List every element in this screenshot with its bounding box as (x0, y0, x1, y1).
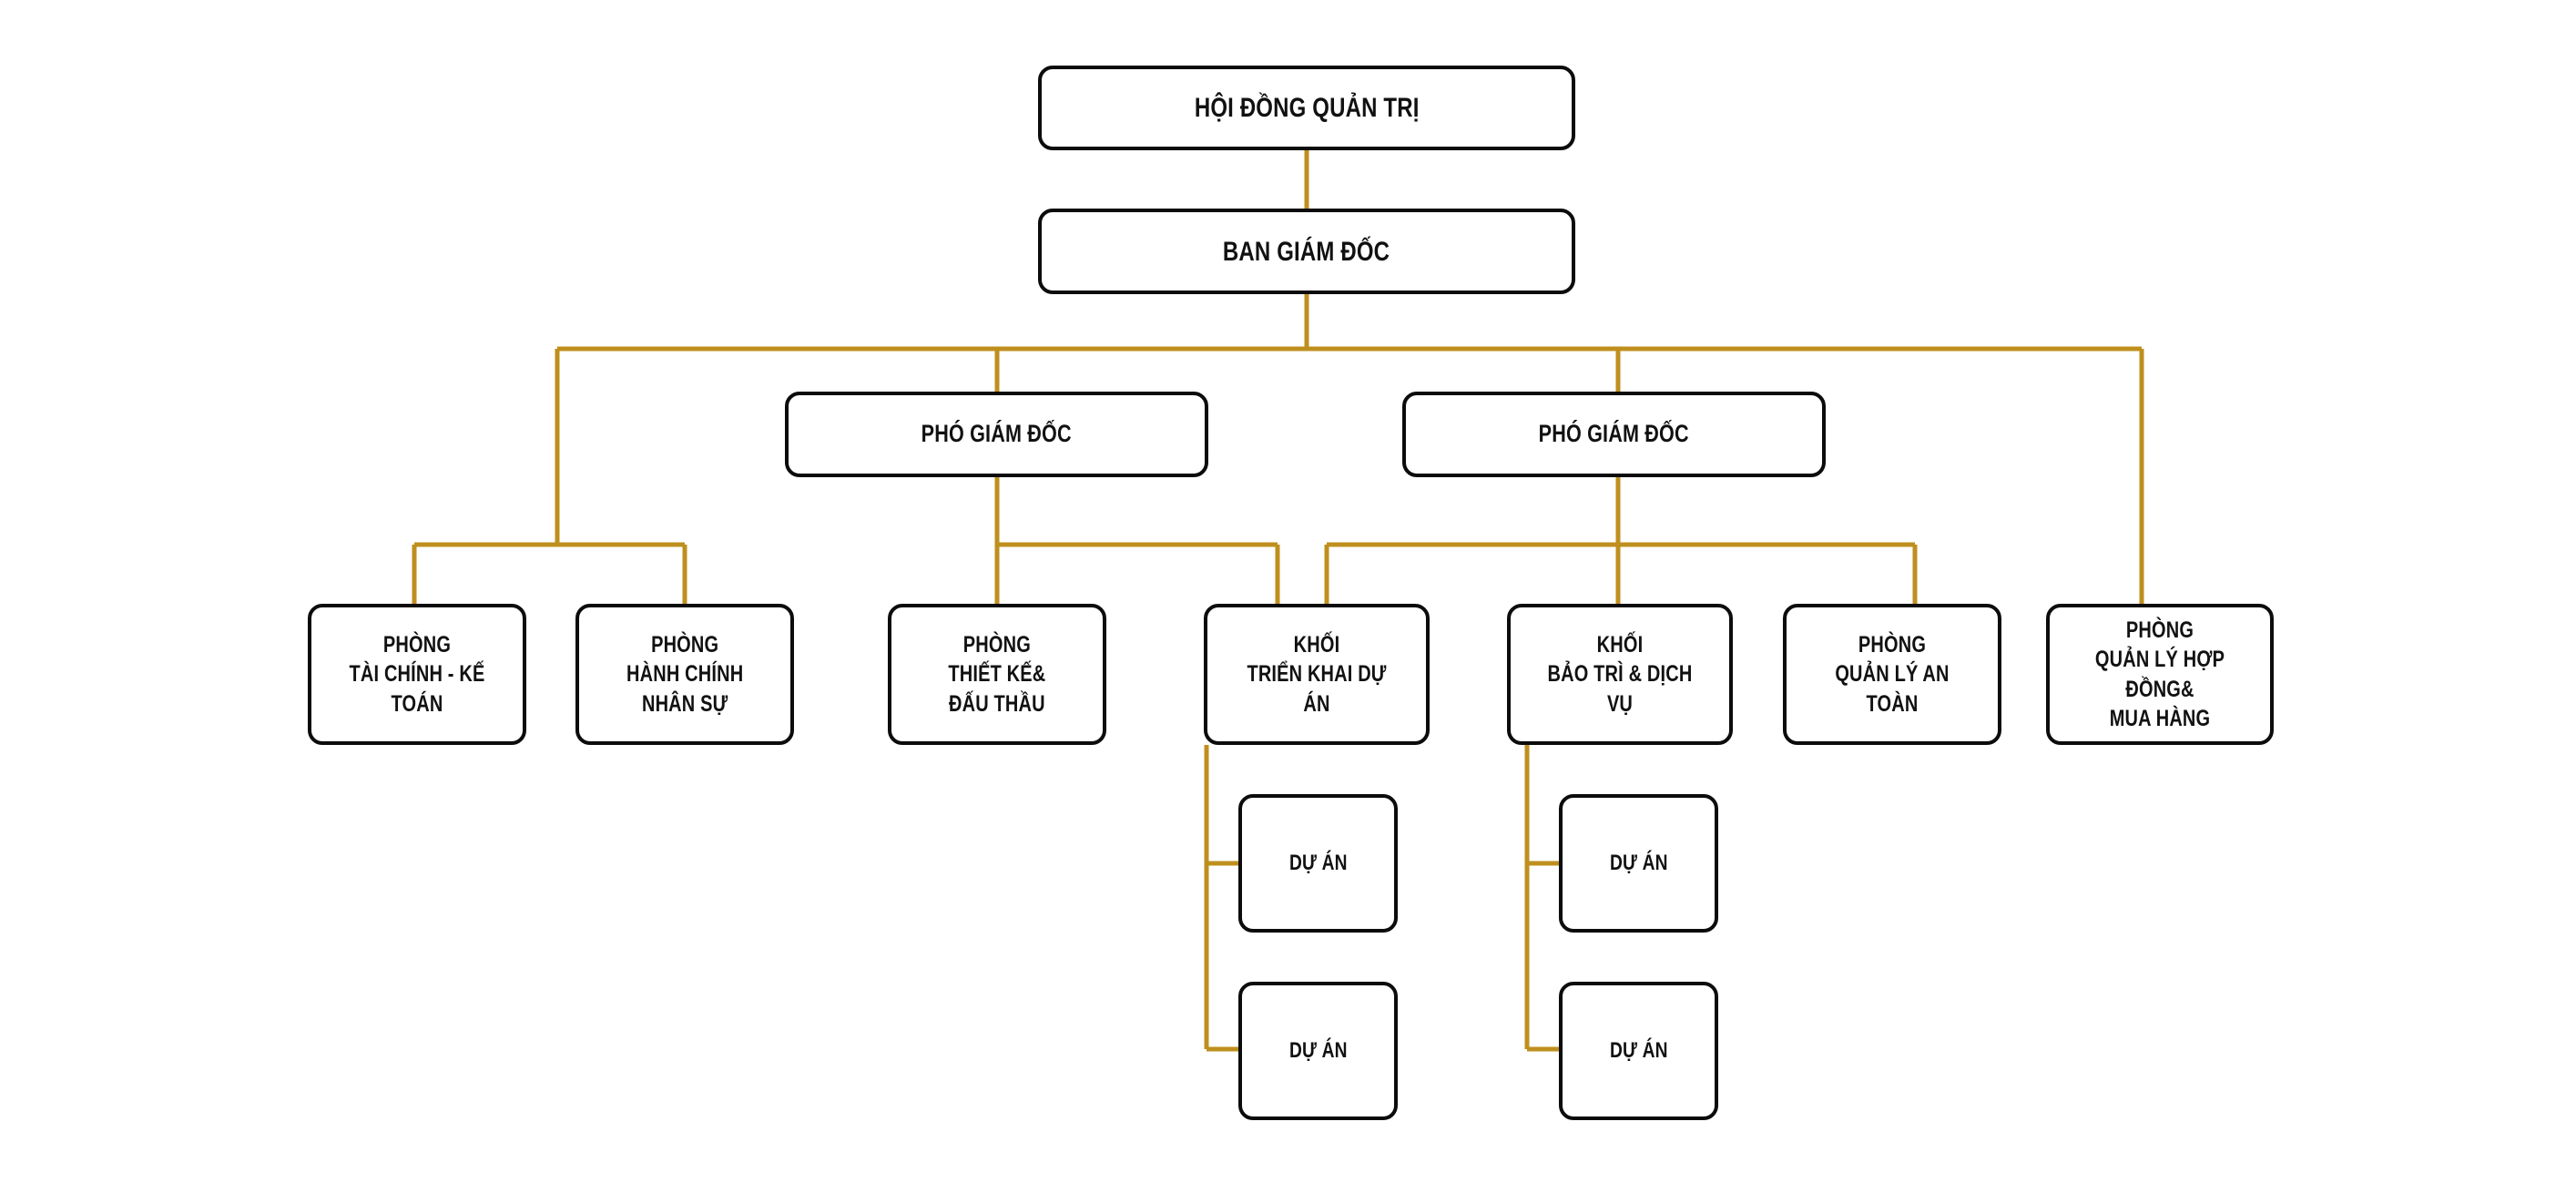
node-project-division-label: KHỐI TRIỂN KHAI DỰ ÁN (1247, 631, 1387, 717)
node-design[interactable]: PHÒNG THIẾT KẾ& ĐẤU THẦU (888, 604, 1106, 745)
node-finance-label: PHÒNG TÀI CHÍNH - KẾ TOÁN (349, 631, 485, 717)
node-hr[interactable]: PHÒNG HÀNH CHÍNH NHÂN SỰ (575, 604, 794, 745)
node-project-b2-label: DỰ ÁN (1609, 1038, 1668, 1064)
node-project-a1-label: DỰ ÁN (1288, 851, 1348, 876)
node-project-a2-label: DỰ ÁN (1288, 1038, 1348, 1064)
node-project-b2[interactable]: DỰ ÁN (1559, 982, 1718, 1120)
node-safety-label: PHÒNG QUẢN LÝ AN TOÀN (1835, 631, 1950, 717)
node-maintenance-division-label: KHỐI BẢO TRÌ & DỊCH VỤ (1547, 631, 1693, 717)
node-finance[interactable]: PHÒNG TÀI CHÍNH - KẾ TOÁN (308, 604, 526, 745)
node-board-label: HỘI ĐỒNG QUẢN TRỊ (1194, 93, 1420, 123)
node-directors-label: BAN GIÁM ĐỐC (1223, 236, 1390, 267)
node-deputy-left-label: PHÓ GIÁM ĐỐC (921, 420, 1073, 448)
node-project-a1[interactable]: DỰ ÁN (1238, 794, 1398, 933)
node-deputy-right[interactable]: PHÓ GIÁM ĐỐC (1402, 392, 1826, 477)
node-design-label: PHÒNG THIẾT KẾ& ĐẤU THẦU (948, 631, 1046, 717)
node-contracts-label: PHÒNG QUẢN LÝ HỢP ĐỒNG& MUA HÀNG (2094, 617, 2225, 732)
node-board[interactable]: HỘI ĐỒNG QUẢN TRỊ (1038, 66, 1575, 150)
node-directors[interactable]: BAN GIÁM ĐỐC (1038, 209, 1575, 294)
node-deputy-right-label: PHÓ GIÁM ĐỐC (1538, 420, 1690, 448)
node-contracts[interactable]: PHÒNG QUẢN LÝ HỢP ĐỒNG& MUA HÀNG (2046, 604, 2274, 745)
node-hr-label: PHÒNG HÀNH CHÍNH NHÂN SỰ (626, 631, 744, 717)
node-project-a2[interactable]: DỰ ÁN (1238, 982, 1398, 1120)
node-project-division[interactable]: KHỐI TRIỂN KHAI DỰ ÁN (1204, 604, 1430, 745)
node-project-b1[interactable]: DỰ ÁN (1559, 794, 1718, 933)
node-project-b1-label: DỰ ÁN (1609, 851, 1668, 876)
node-safety[interactable]: PHÒNG QUẢN LÝ AN TOÀN (1783, 604, 2001, 745)
node-deputy-left[interactable]: PHÓ GIÁM ĐỐC (785, 392, 1208, 477)
node-maintenance-division[interactable]: KHỐI BẢO TRÌ & DỊCH VỤ (1507, 604, 1733, 745)
